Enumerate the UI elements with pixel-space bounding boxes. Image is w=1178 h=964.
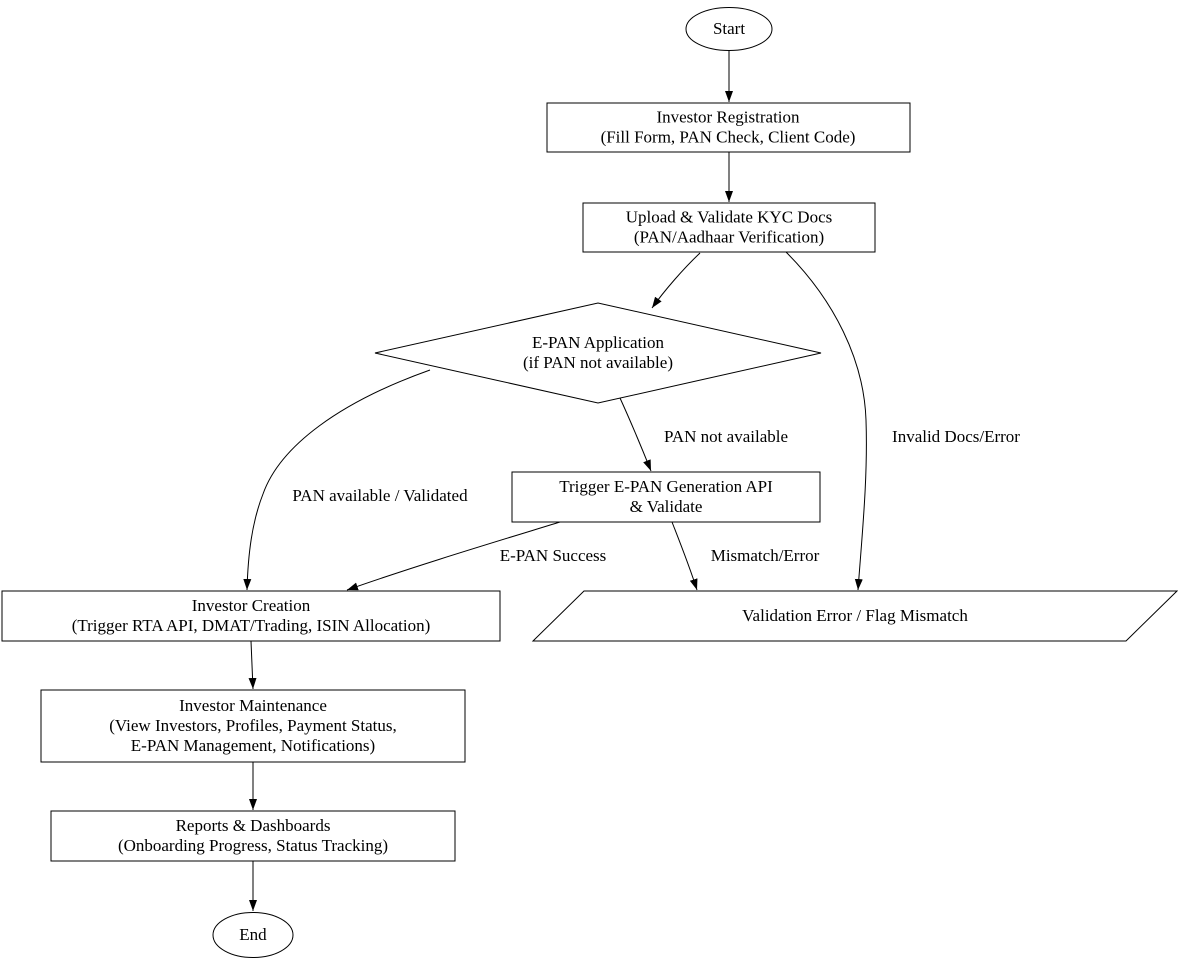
investor-maintenance-label-line2: (View Investors, Profiles, Payment Statu…: [109, 716, 396, 735]
node-investor-maintenance: Investor Maintenance (View Investors, Pr…: [40, 689, 466, 763]
investor-registration-label-line1: Investor Registration: [656, 108, 800, 127]
investor-registration-label-line2: (Fill Form, PAN Check, Client Code): [601, 128, 856, 147]
validation-error-parallelogram: [531, 590, 1178, 642]
epan-application-label-line1: E-PAN Application: [532, 333, 665, 352]
investor-maintenance-box: [40, 689, 466, 763]
end-ellipse: [212, 912, 294, 958]
investor-registration-box: [546, 102, 911, 153]
edge-label-pan-available-validated: PAN available / Validated: [292, 486, 468, 505]
edge-epan-application-to-trigger-epan: PAN not available: [619, 397, 788, 472]
reports-dashboards-label-line2: (Onboarding Progress, Status Tracking): [118, 836, 388, 855]
edge-kyc-to-validation-error: Invalid Docs/Error: [785, 251, 1020, 591]
node-end: End: [212, 912, 294, 958]
trigger-epan-api-label-line1: Trigger E-PAN Generation API: [559, 477, 773, 496]
investor-maintenance-label-line1: Investor Maintenance: [179, 696, 327, 715]
edge-line: [346, 521, 561, 591]
investor-creation-label-line1: Investor Creation: [192, 596, 311, 615]
upload-validate-kyc-label-line1: Upload & Validate KYC Docs: [626, 208, 833, 227]
trigger-epan-api-label-line2: & Validate: [630, 497, 703, 516]
edge-line: [651, 252, 701, 309]
edge-label-pan-not-available: PAN not available: [664, 427, 788, 446]
edge-trigger-epan-to-validation-error: Mismatch/Error: [671, 521, 820, 591]
edge-kyc-to-epan-application: [651, 252, 701, 309]
node-validation-error: Validation Error / Flag Mismatch: [531, 590, 1178, 642]
investor-creation-box: [1, 590, 501, 642]
edge-trigger-epan-to-investor-creation: E-PAN Success: [346, 521, 607, 591]
edge-line: [785, 251, 867, 591]
node-investor-registration: Investor Registration (Fill Form, PAN Ch…: [546, 102, 911, 153]
end-label: End: [239, 925, 267, 944]
node-start: Start: [685, 7, 773, 51]
reports-dashboards-label-line1: Reports & Dashboards: [176, 816, 331, 835]
epan-application-diamond: [374, 302, 822, 404]
edge-epan-application-to-investor-creation: PAN available / Validated: [243, 369, 468, 591]
trigger-epan-api-box: [511, 471, 821, 523]
upload-validate-kyc-box: [582, 202, 876, 253]
investor-creation-label-line2: (Trigger RTA API, DMAT/Trading, ISIN All…: [72, 616, 431, 635]
epan-application-label-line2: (if PAN not available): [523, 353, 673, 372]
edge-label-mismatch-error: Mismatch/Error: [711, 546, 820, 565]
edge-line: [619, 397, 652, 472]
node-upload-validate-kyc: Upload & Validate KYC Docs (PAN/Aadhaar …: [582, 202, 876, 253]
edge-investor-creation-to-maintenance: [248, 640, 257, 690]
start-ellipse: [685, 7, 773, 51]
edge-label-epan-success: E-PAN Success: [500, 546, 607, 565]
node-epan-application: E-PAN Application (if PAN not available): [374, 302, 822, 404]
edge-line: [248, 640, 257, 690]
start-label: Start: [713, 19, 745, 38]
node-trigger-epan-api: Trigger E-PAN Generation API & Validate: [511, 471, 821, 523]
edge-label-invalid-docs-error: Invalid Docs/Error: [892, 427, 1020, 446]
investor-maintenance-label-line3: E-PAN Management, Notifications): [131, 736, 375, 755]
edge-line: [671, 521, 698, 591]
validation-error-label: Validation Error / Flag Mismatch: [742, 606, 968, 625]
node-reports-dashboards: Reports & Dashboards (Onboarding Progres…: [50, 810, 456, 862]
upload-validate-kyc-label-line2: (PAN/Aadhaar Verification): [634, 228, 824, 247]
node-investor-creation: Investor Creation (Trigger RTA API, DMAT…: [1, 590, 501, 642]
reports-dashboards-box: [50, 810, 456, 862]
edge-line: [243, 369, 431, 591]
